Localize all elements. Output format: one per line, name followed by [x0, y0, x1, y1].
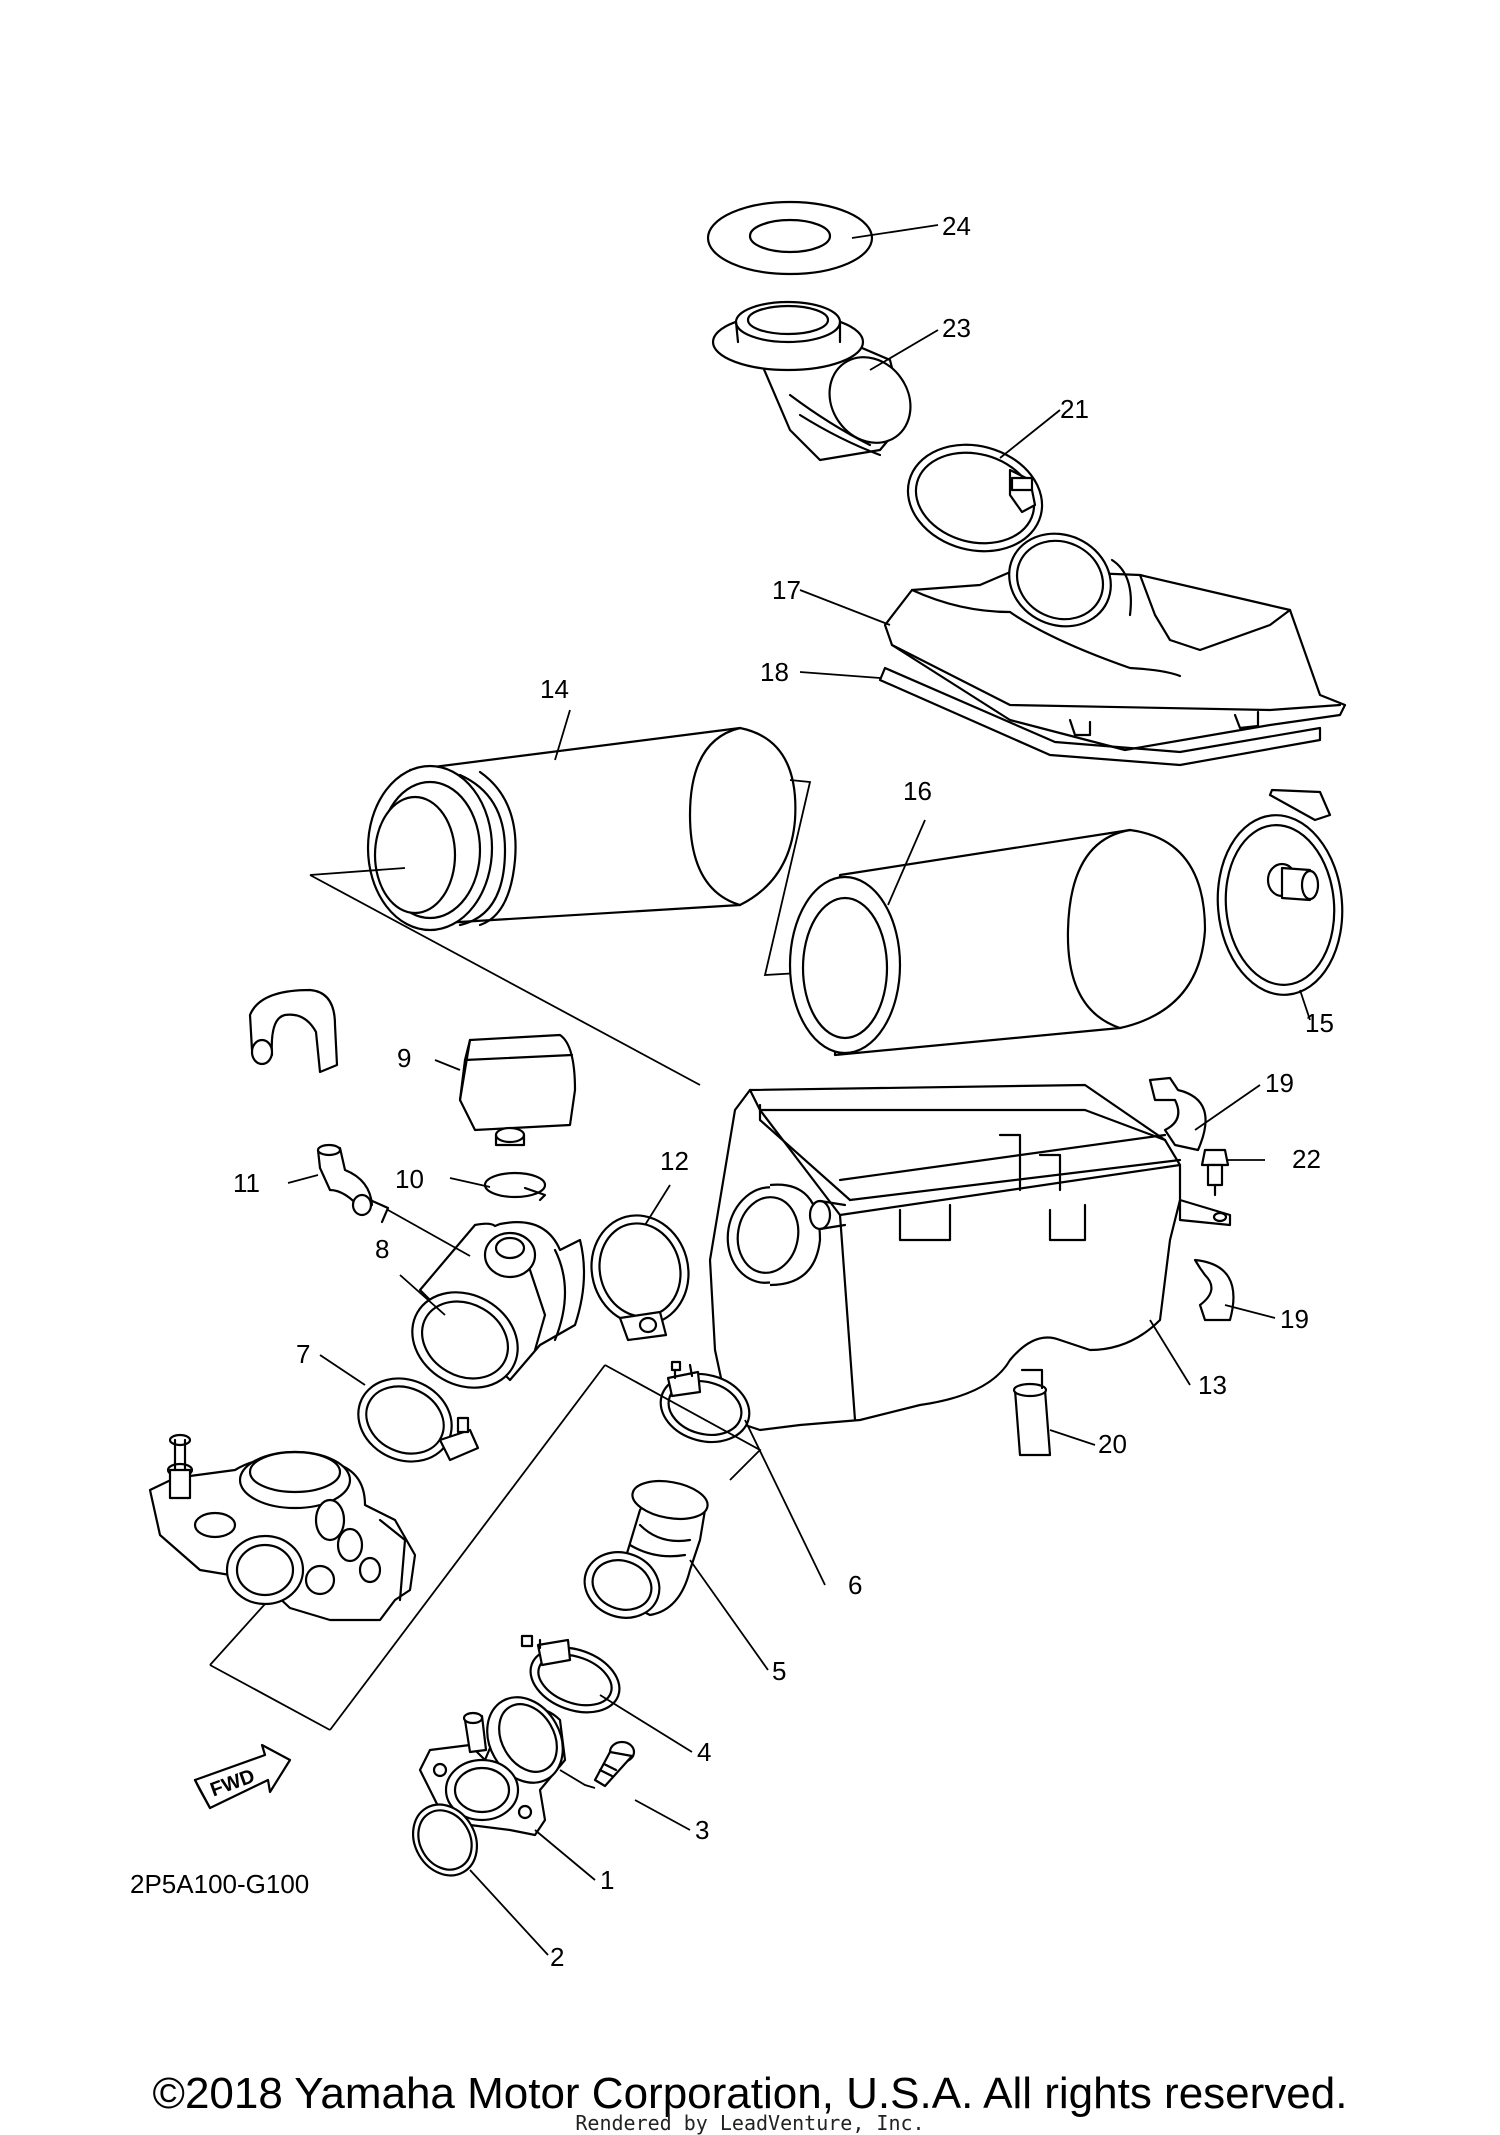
- part-12-clamp[interactable]: [579, 1204, 700, 1342]
- callouts: 24 23 21 17 18 14 16 15 19 22 19 13 20 9…: [233, 211, 1334, 1972]
- part-5-boot[interactable]: [575, 1476, 710, 1628]
- part-4-clamp[interactable]: [520, 1634, 629, 1724]
- callout-8: 8: [375, 1234, 389, 1264]
- callout-7: 7: [296, 1339, 310, 1369]
- callout-10: 10: [395, 1164, 424, 1194]
- part-15-cover[interactable]: [1210, 788, 1349, 1000]
- copyright-notice: ©2018 Yamaha Motor Corporation, U.S.A. A…: [153, 2069, 1348, 2118]
- part-16-element[interactable]: [788, 828, 1207, 1057]
- callout-23: 23: [942, 313, 971, 343]
- part-3-screw[interactable]: [593, 1740, 636, 1788]
- part-11-hose[interactable]: [248, 988, 390, 1224]
- callout-9: 9: [397, 1043, 411, 1073]
- callout-17: 17: [772, 575, 801, 605]
- callout-2: 2: [550, 1942, 564, 1972]
- callout-15: 15: [1305, 1008, 1334, 1038]
- part-21-hose-clamp[interactable]: [896, 430, 1054, 566]
- callout-24: 24: [942, 211, 971, 241]
- callout-1: 1: [600, 1865, 614, 1895]
- part-1-manifold[interactable]: [418, 1684, 578, 1837]
- part-23-intake-duct[interactable]: [711, 300, 927, 462]
- callout-19-top: 19: [1265, 1068, 1294, 1098]
- leader-lines: [287, 224, 1311, 1956]
- part-20-drain[interactable]: [1012, 1368, 1052, 1457]
- part-9-cap[interactable]: [458, 1033, 577, 1147]
- part-17-case-cap[interactable]: [883, 517, 1347, 752]
- part-10-clip[interactable]: [483, 1171, 547, 1202]
- callout-16: 16: [903, 776, 932, 806]
- callout-11: 11: [233, 1168, 260, 1198]
- callout-12: 12: [660, 1146, 689, 1176]
- callout-22: 22: [1292, 1144, 1321, 1174]
- callout-5: 5: [772, 1656, 786, 1686]
- part-14-element[interactable]: [309, 726, 851, 1086]
- callout-14: 14: [540, 674, 569, 704]
- part-19-clip-right[interactable]: [1193, 1258, 1235, 1322]
- callout-20: 20: [1098, 1429, 1127, 1459]
- callout-6: 6: [848, 1570, 862, 1600]
- callout-21: 21: [1060, 394, 1089, 424]
- part-19-clip-top[interactable]: [1148, 1076, 1207, 1152]
- part-8-joint[interactable]: [395, 1221, 586, 1406]
- diagram-code: 2P5A100-G100: [130, 1869, 309, 1899]
- part-18-gasket[interactable]: [878, 666, 1322, 767]
- callout-4: 4: [697, 1737, 711, 1767]
- part-13-air-filter-case[interactable]: [708, 1083, 1232, 1432]
- part-2-o-ring[interactable]: [401, 1793, 490, 1887]
- callout-18: 18: [760, 657, 789, 687]
- part-7-clamp[interactable]: [345, 1363, 480, 1476]
- callout-19-right: 19: [1280, 1304, 1309, 1334]
- part-24-seal[interactable]: [706, 200, 874, 276]
- callout-13: 13: [1198, 1370, 1227, 1400]
- callout-3: 3: [695, 1815, 709, 1845]
- rendered-by-notice: Rendered by LeadVenture, Inc.: [575, 2111, 924, 2135]
- part-22-rivet[interactable]: [1200, 1148, 1230, 1197]
- fwd-arrow-icon: FWD: [193, 1743, 292, 1810]
- carburetor[interactable]: [148, 1433, 417, 1666]
